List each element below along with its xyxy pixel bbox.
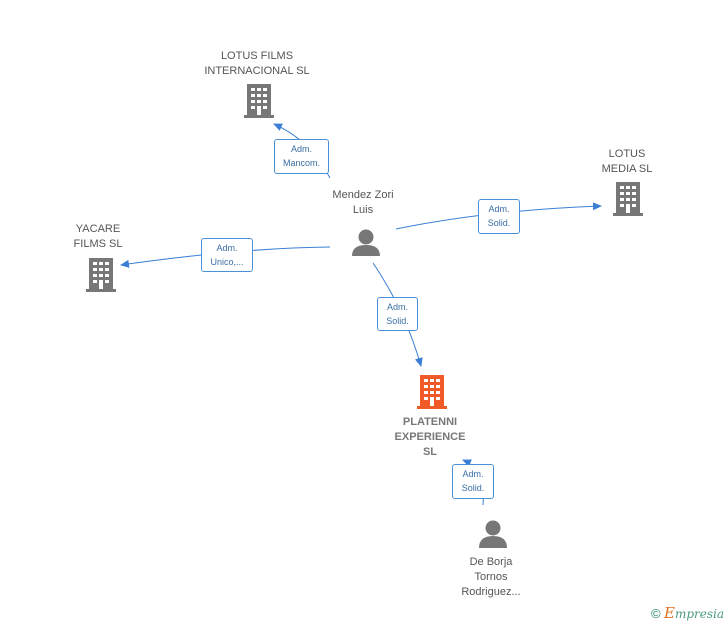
node-label-lotus-films[interactable]: LOTUS FILMS INTERNACIONAL SL xyxy=(204,50,310,77)
edge-label-mendez-lotus-films[interactable]: Adm. Mancom. xyxy=(274,139,329,174)
person-icon-mendez xyxy=(352,229,380,256)
edge-label-mendez-platenni[interactable]: Adm. Solid. xyxy=(377,297,418,331)
edge-label-mendez-lotus-media[interactable]: Adm. Solid. xyxy=(478,199,520,234)
copyright-icon: © xyxy=(651,606,661,621)
person-icon-de-borja xyxy=(479,520,507,548)
empresia-logo: Empresia xyxy=(663,604,724,622)
building-icon-lotus-films xyxy=(244,84,274,118)
building-icon-lotus-media xyxy=(613,182,643,216)
node-label-yacare[interactable]: YACARE FILMS SL xyxy=(73,223,123,250)
building-icon-yacare xyxy=(86,258,116,292)
node-label-platenni[interactable]: PLATENNI EXPERIENCE SL xyxy=(394,416,466,458)
edge-label-mendez-yacare[interactable]: Adm. Unico,... xyxy=(201,238,253,272)
node-label-mendez[interactable]: Mendez Zori Luis xyxy=(332,189,394,216)
empresia-footer: © Empresia xyxy=(651,604,724,622)
edge-label-deborja-platenni[interactable]: Adm. Solid. xyxy=(452,464,494,499)
node-label-de-borja[interactable]: De Borja Tornos Rodriguez... xyxy=(461,556,521,598)
building-icon-platenni xyxy=(417,375,447,409)
node-label-lotus-media[interactable]: LOTUS MEDIA SL xyxy=(601,148,653,175)
